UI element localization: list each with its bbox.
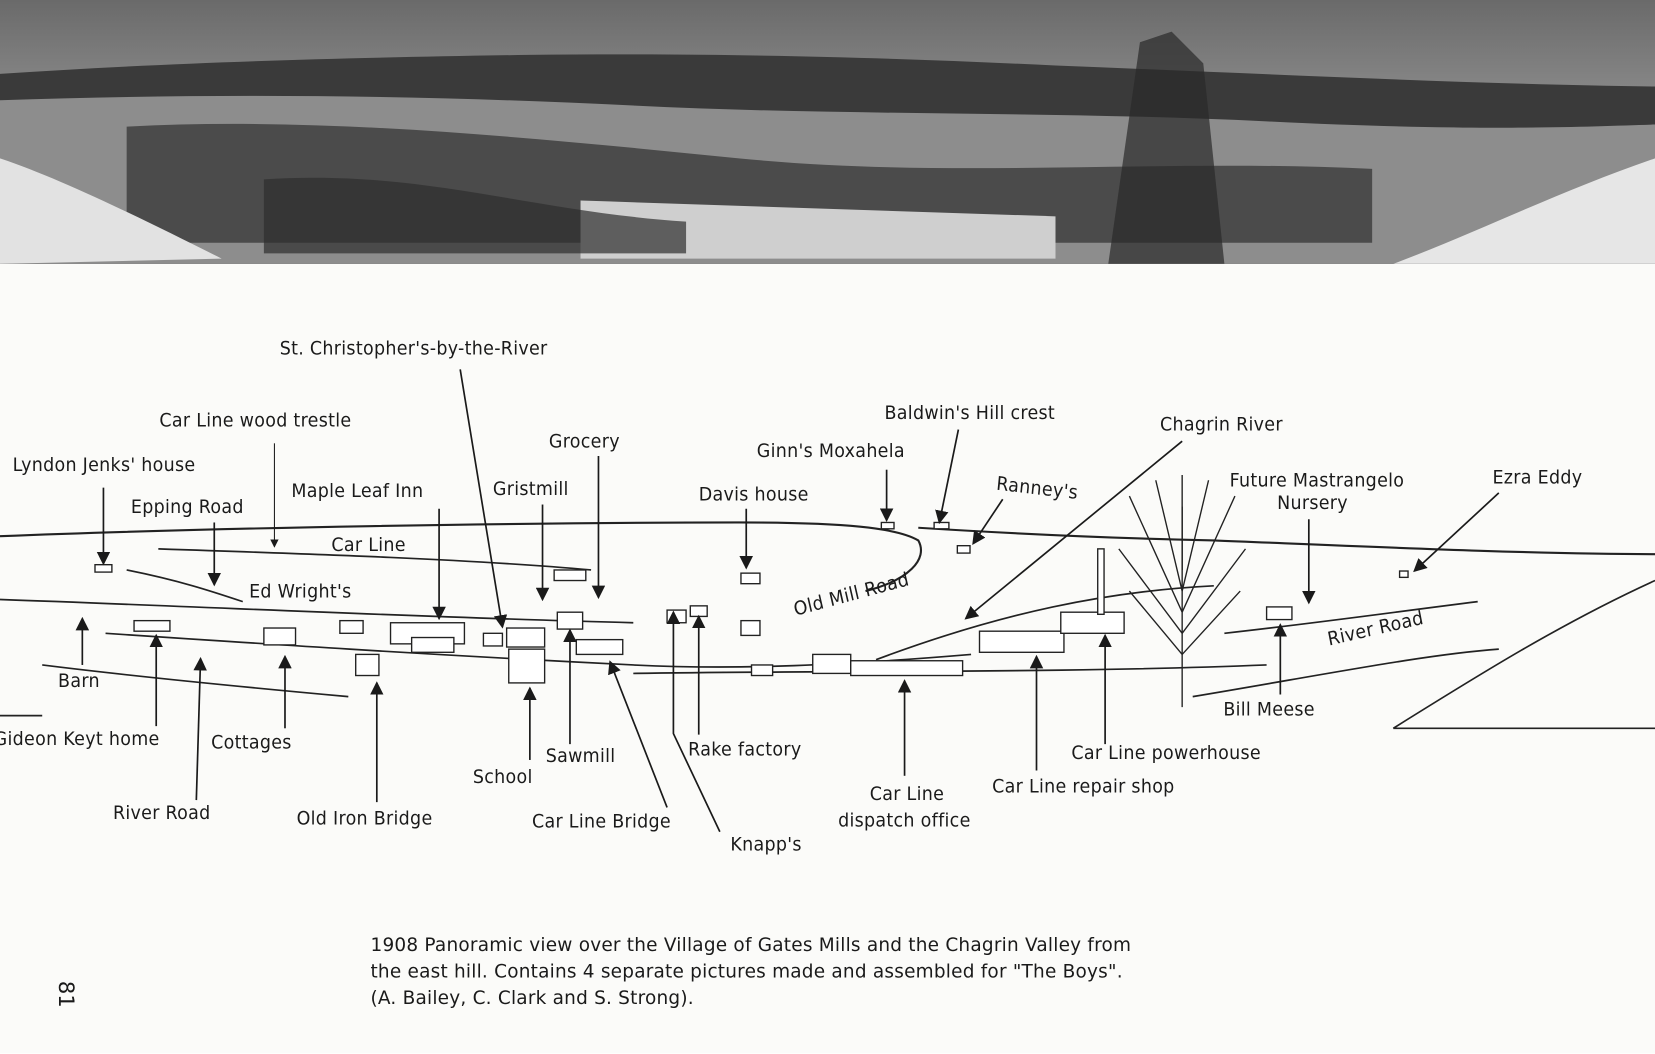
label-gristmill: Gristmill — [492, 478, 569, 501]
label-car-line: Car Line — [331, 534, 406, 557]
label-barn: Barn — [58, 670, 100, 693]
label-gideon-keyt-home: Gideon Keyt home — [0, 728, 160, 751]
label-car-line-wood-trestle: Car Line wood trestle — [159, 409, 352, 432]
label-bill-meese: Bill Meese — [1223, 698, 1315, 721]
caption-line: 1908 Panoramic view over the Village of … — [370, 935, 1132, 957]
label-dispatch-car-line: Car Line — [869, 783, 945, 806]
panoramic-photograph — [0, 0, 1655, 264]
label-ed-wrights: Ed Wright's — [249, 580, 352, 603]
label-st-christophers: St. Christopher's-by-the-River — [279, 337, 548, 360]
label-chagrin-river: Chagrin River — [1159, 413, 1283, 436]
label-knapps: Knapp's — [730, 833, 802, 857]
label-old-iron-bridge: Old Iron Bridge — [296, 807, 433, 830]
label-car-line-bridge: Car Line Bridge — [531, 810, 671, 833]
label-future-mastrangelo: Future Mastrangelo — [1229, 469, 1405, 492]
label-car-line-powerhouse: Car Line powerhouse — [1071, 742, 1261, 765]
label-sawmill: Sawmill — [545, 745, 616, 768]
label-grocery: Grocery — [548, 430, 620, 453]
label-baldwins-hill-crest: Baldwin's Hill crest — [884, 402, 1056, 425]
label-dispatch-office: dispatch office — [838, 809, 971, 832]
label-ezra-eddy: Ezra Eddy — [1492, 466, 1583, 489]
label-river-road-left: River Road — [112, 802, 211, 825]
buildings — [94, 521, 1409, 684]
label-davis-house: Davis house — [698, 483, 809, 506]
label-ginns-moxahela: Ginn's Moxahela — [756, 440, 905, 463]
label-nursery: Nursery — [1277, 491, 1348, 515]
caption-line: (A. Bailey, C. Clark and S. Strong). — [370, 987, 694, 1010]
bare-tree — [1118, 474, 1247, 708]
label-school: School — [472, 766, 533, 789]
label-cottages: Cottages — [211, 731, 292, 754]
label-rake-factory: Rake factory — [688, 738, 802, 762]
label-epping-road: Epping Road — [130, 496, 244, 519]
label-car-line-repair-shop: Car Line repair shop — [992, 775, 1175, 798]
label-lyndon-jenks-house: Lyndon Jenks' house — [12, 453, 196, 477]
caption-line: the east hill. Contains 4 separate pictu… — [370, 961, 1123, 983]
pointer-arrows — [75, 369, 1500, 833]
label-maple-leaf-inn: Maple Leaf Inn — [291, 480, 424, 503]
page-number: 81 — [53, 980, 79, 1008]
